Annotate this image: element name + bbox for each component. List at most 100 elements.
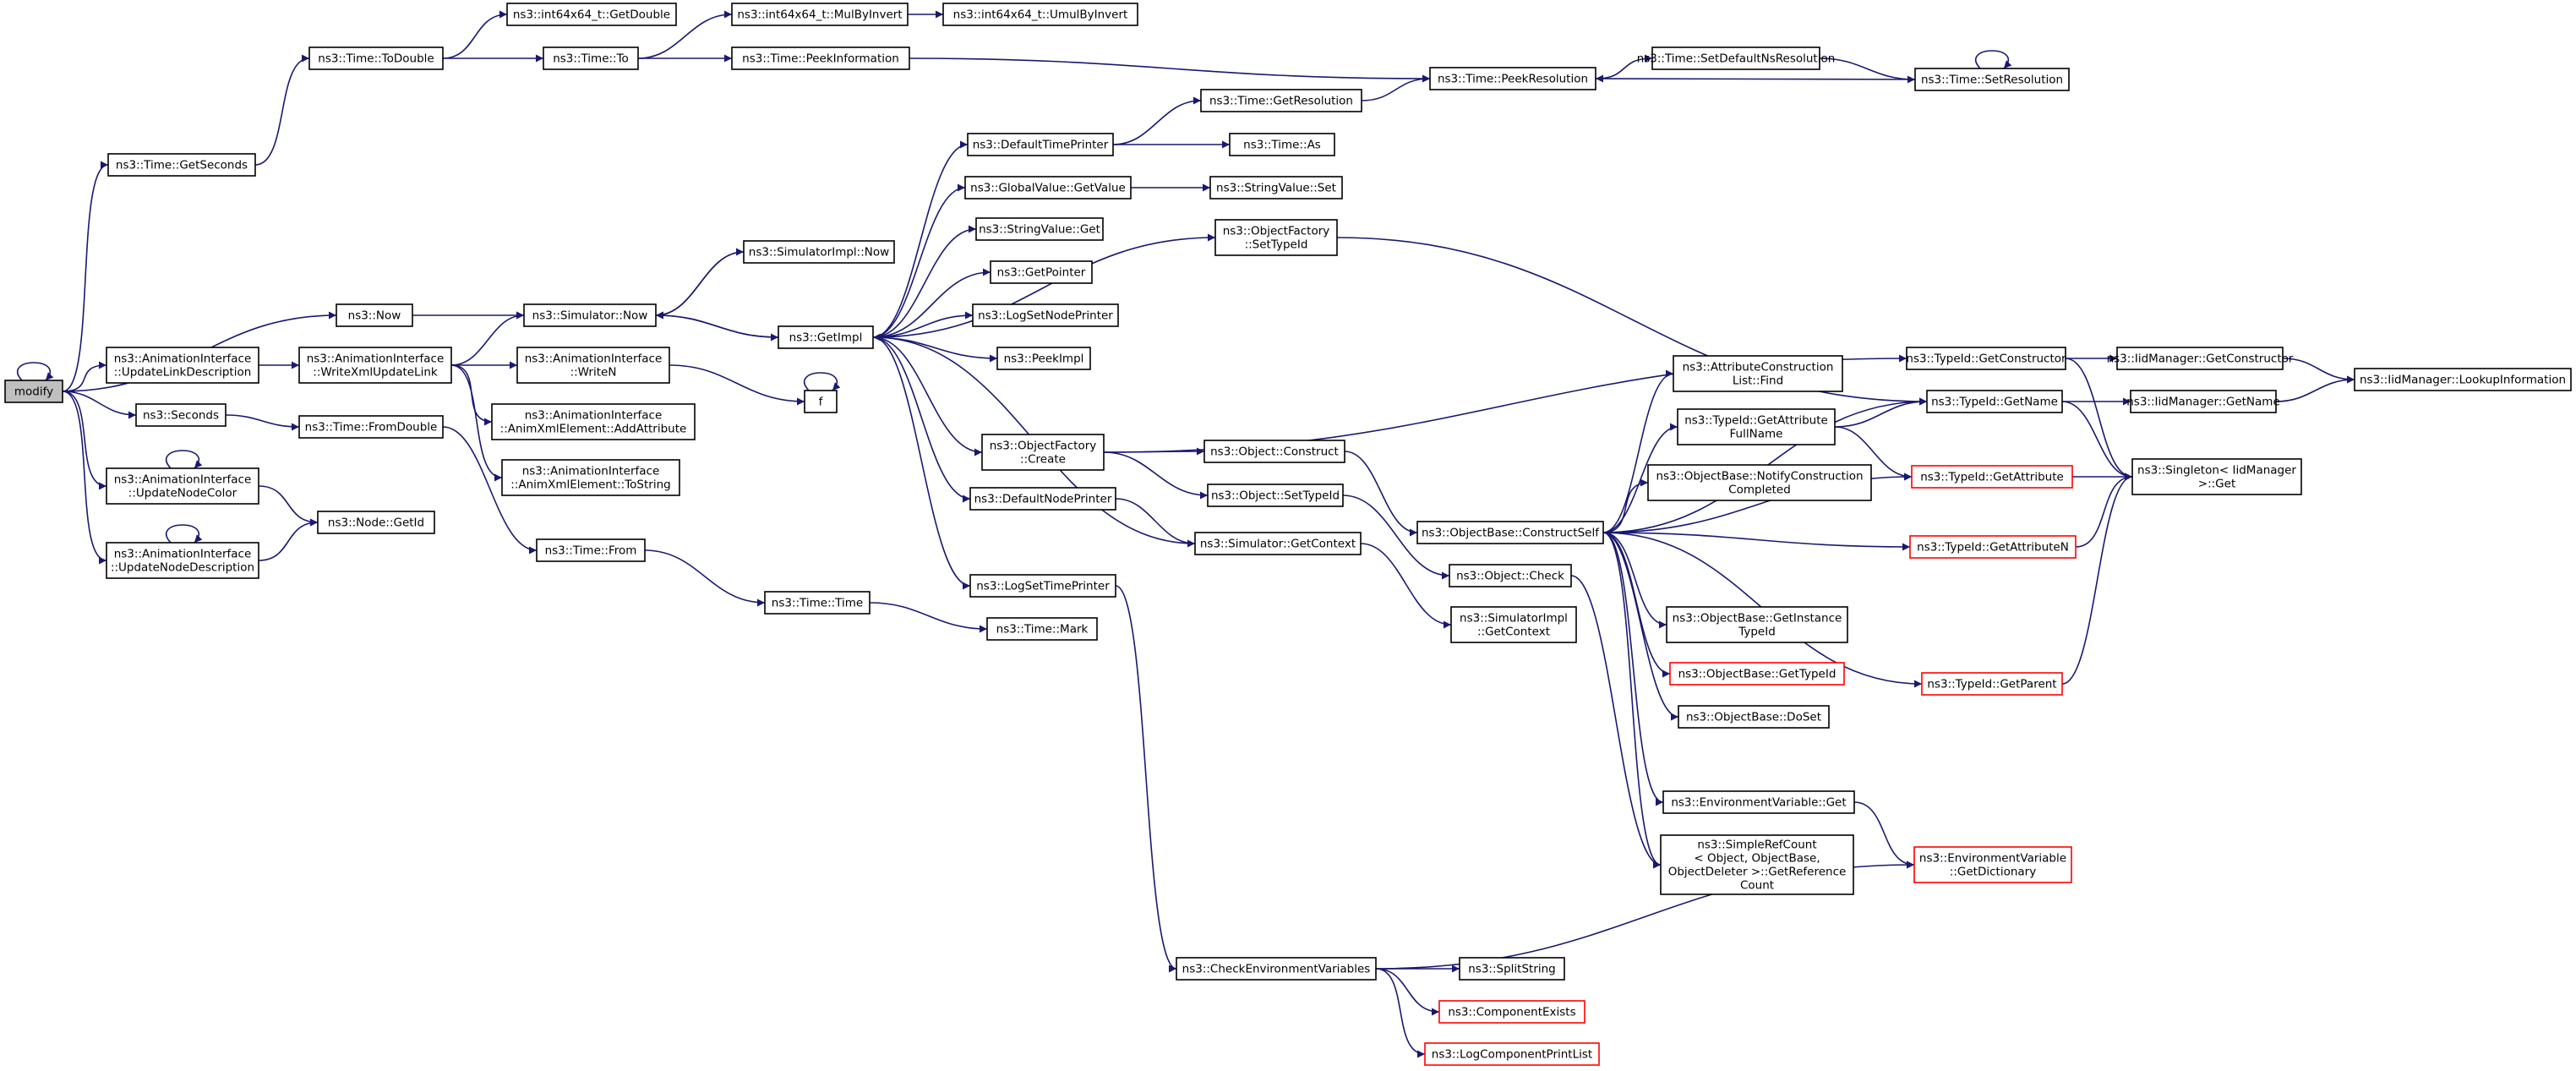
node-box[interactable] — [1449, 564, 1572, 587]
node-box[interactable] — [1914, 68, 2070, 91]
node-box[interactable] — [1647, 464, 1872, 501]
node-box[interactable] — [336, 303, 413, 327]
node-defaultnodeprinter[interactable]: ns3::DefaultNodePrinter — [969, 487, 1116, 511]
node-box[interactable] — [2354, 368, 2572, 391]
node-box[interactable] — [969, 574, 1116, 598]
node-timemark[interactable]: ns3::Time::Mark — [986, 617, 1098, 641]
node-box[interactable] — [298, 415, 444, 439]
node-splitstring[interactable]: ns3::SplitString — [1459, 957, 1565, 981]
node-getpointer[interactable]: ns3::GetPointer — [990, 260, 1093, 284]
node-box[interactable] — [4, 380, 63, 403]
node-setres[interactable]: ns3::Time::SetResolution — [1914, 68, 2070, 91]
node-obgettypeid[interactable]: ns3::ObjectBase::GetTypeId — [1669, 662, 1845, 686]
node-box[interactable] — [731, 3, 909, 26]
node-tidgetparent[interactable]: ns3::TypeId::GetParent — [1921, 672, 2063, 696]
node-iidgetname[interactable]: ns3::IidManager::GetName — [2126, 390, 2280, 413]
node-tidgetattribute[interactable]: ns3::TypeId::GetAttribute — [1911, 465, 2073, 489]
node-box[interactable] — [1438, 1000, 1585, 1024]
node-box[interactable] — [964, 176, 1132, 199]
node-objconstruct[interactable]: ns3::Object::Construct — [1203, 440, 1345, 463]
node-box[interactable] — [986, 617, 1098, 641]
node-simgetcontext[interactable]: ns3::Simulator::GetContext — [1194, 532, 1362, 555]
node-box[interactable] — [135, 403, 226, 427]
node-box[interactable] — [1424, 1042, 1600, 1066]
node-box[interactable] — [491, 403, 696, 440]
node-setdefaultns[interactable]: ns3::Time::SetDefaultNsResolution — [1637, 46, 1836, 70]
node-box[interactable] — [1194, 532, 1362, 555]
node-getdouble[interactable]: ns3::int64x64_t::GetDouble — [506, 3, 677, 26]
node-box[interactable] — [107, 153, 256, 177]
node-updatenodedesc[interactable]: ns3::AnimationInterface::UpdateNodeDescr… — [106, 542, 259, 579]
node-box[interactable] — [1200, 89, 1362, 112]
node-box[interactable] — [1662, 790, 1855, 814]
node-updatelinkdesc[interactable]: ns3::AnimationInterface::UpdateLinkDescr… — [106, 347, 259, 384]
node-tidgetname[interactable]: ns3::TypeId::GetName — [1926, 390, 2063, 413]
node-box[interactable] — [1660, 834, 1854, 895]
node-umulbyinvert[interactable]: ns3::int64x64_t::UmulByInvert — [942, 3, 1138, 26]
node-box[interactable] — [1229, 133, 1335, 156]
node-envget[interactable]: ns3::EnvironmentVariable::Get — [1662, 790, 1855, 814]
node-singletonget[interactable]: ns3::Singleton< IidManager >::Get — [2131, 458, 2302, 495]
node-logsettimeprinter[interactable]: ns3::LogSetTimePrinter — [969, 574, 1116, 598]
node-box[interactable] — [1926, 390, 2063, 413]
node-box[interactable] — [1911, 465, 2073, 489]
node-box[interactable] — [1913, 846, 2072, 883]
node-box[interactable] — [981, 434, 1105, 471]
node-box[interactable] — [543, 46, 639, 70]
node-gvgetvalue[interactable]: ns3::GlobalValue::GetValue — [964, 176, 1132, 199]
node-peekimpl[interactable]: ns3::PeekImpl — [996, 347, 1091, 370]
node-box[interactable] — [1666, 606, 1848, 643]
node-objsettypeid[interactable]: ns3::Object::SetTypeId — [1207, 484, 1344, 507]
node-iidgetconstructor[interactable]: ns3::IidManager::GetConstructor — [2107, 347, 2294, 370]
node-box[interactable] — [298, 347, 452, 384]
node-seconds[interactable]: ns3::Seconds — [135, 403, 226, 427]
node-simimplgetcontext[interactable]: ns3::SimulatorImpl::GetContext — [1450, 606, 1577, 643]
node-tidgetconstructor[interactable]: ns3::TypeId::GetConstructor — [1906, 347, 2066, 370]
node-box[interactable] — [106, 542, 259, 579]
node-svget[interactable]: ns3::StringValue::Get — [975, 217, 1104, 241]
node-simimplnow[interactable]: ns3::SimulatorImpl::Now — [743, 240, 895, 264]
node-writexmlupdatelink[interactable]: ns3::AnimationInterface::WriteXmlUpdateL… — [298, 347, 452, 384]
node-box[interactable] — [1921, 672, 2063, 696]
node-box[interactable] — [317, 511, 435, 534]
node-mulbyinvert[interactable]: ns3::int64x64_t::MulByInvert — [731, 3, 909, 26]
node-timetime[interactable]: ns3::Time::Time — [764, 591, 870, 615]
node-box[interactable] — [2131, 458, 2302, 495]
node-box[interactable] — [778, 325, 874, 349]
node-nodegetid[interactable]: ns3::Node::GetId — [317, 511, 435, 534]
node-box[interactable] — [743, 240, 895, 264]
node-box[interactable] — [501, 459, 680, 496]
node-box[interactable] — [975, 217, 1104, 241]
node-getseconds[interactable]: ns3::Time::GetSeconds — [107, 153, 256, 177]
node-box[interactable] — [506, 3, 677, 26]
node-logcomponentprintlist[interactable]: ns3::LogComponentPrintList — [1424, 1042, 1600, 1066]
node-box[interactable] — [1651, 46, 1820, 70]
node-todouble[interactable]: ns3::Time::ToDouble — [308, 46, 444, 70]
node-box[interactable] — [106, 467, 259, 505]
node-box[interactable] — [523, 303, 657, 327]
node-box[interactable] — [1909, 535, 2077, 559]
node-box[interactable] — [2130, 390, 2277, 413]
node-timeto[interactable]: ns3::Time::To — [543, 46, 639, 70]
node-defaulttimeprinter[interactable]: ns3::DefaultTimePrinter — [967, 133, 1114, 156]
node-svset[interactable]: ns3::StringValue::Set — [1209, 176, 1343, 199]
node-tidgetattributen[interactable]: ns3::TypeId::GetAttributeN — [1909, 535, 2077, 559]
node-box[interactable] — [1203, 440, 1345, 463]
node-box[interactable] — [1906, 347, 2066, 370]
node-logsetnodeprinter[interactable]: ns3::LogSetNodePrinter — [972, 303, 1119, 327]
node-obdoset[interactable]: ns3::ObjectBase::DoSet — [1678, 705, 1830, 729]
node-checkenv[interactable]: ns3::CheckEnvironmentVariables — [1176, 957, 1377, 981]
node-box[interactable] — [516, 347, 670, 384]
node-box[interactable] — [106, 347, 259, 384]
node-box[interactable] — [942, 3, 1138, 26]
node-getrefcount[interactable]: ns3::SimpleRefCount< Object, ObjectBase,… — [1660, 834, 1854, 895]
node-simnow[interactable]: ns3::Simulator::Now — [523, 303, 657, 327]
node-objcheck[interactable]: ns3::Object::Check — [1449, 564, 1572, 587]
node-box[interactable] — [1459, 957, 1565, 981]
node-box[interactable] — [308, 46, 444, 70]
node-box[interactable] — [764, 591, 870, 615]
node-fromdouble[interactable]: ns3::Time::FromDouble — [298, 415, 444, 439]
node-writen[interactable]: ns3::AnimationInterface::WriteN — [516, 347, 670, 384]
